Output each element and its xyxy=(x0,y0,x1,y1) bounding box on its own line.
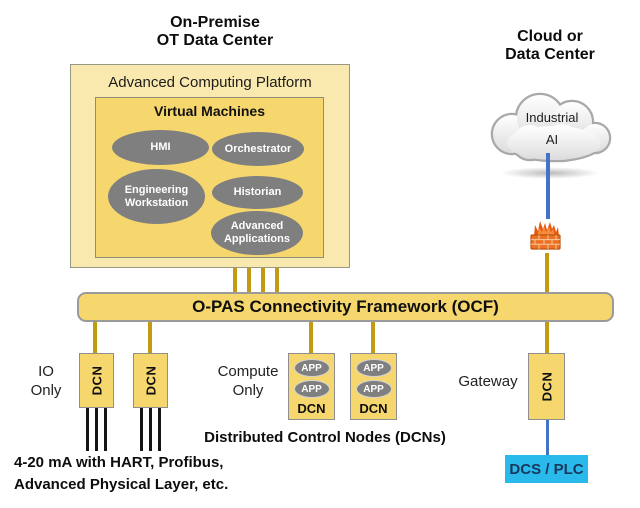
gateway-dcs-connector xyxy=(546,420,549,456)
advanced-computing-platform-title: Advanced Computing Platform xyxy=(108,74,312,91)
app-ellipse: APP xyxy=(293,380,330,398)
dcns-caption: Distributed Control Nodes (DCNs) xyxy=(204,429,446,446)
field-wire-1 xyxy=(86,408,89,451)
ocf-dcn-connector-compute2 xyxy=(371,322,375,353)
ocf-dcn-connector-compute1 xyxy=(309,322,313,353)
io-dcn-2-label: DCN xyxy=(142,365,158,396)
field-wire-5 xyxy=(149,408,152,451)
io-only-label: IO Only xyxy=(18,362,74,400)
ocf-dcn-connector-io2 xyxy=(148,322,152,353)
cloud-label-line2: AI xyxy=(545,132,559,147)
vm-ellipse-historian: Historian xyxy=(212,176,303,209)
field-wire-6 xyxy=(158,408,161,451)
cloud-firewall-connector xyxy=(546,153,550,219)
cloud-shadow xyxy=(500,167,600,179)
app-ellipse: APP xyxy=(355,359,392,377)
io-only-label-line1: IO xyxy=(38,363,54,380)
vm-ellipse-hmi: HMI xyxy=(112,130,209,165)
vm-ellipse-advanced-applications: Advanced Applications xyxy=(211,211,303,255)
field-wire-4 xyxy=(140,408,143,451)
firewall-ocf-connector xyxy=(545,253,549,292)
ocf-dcn-connector-gateway xyxy=(545,322,549,353)
on-premise-title: On-Premise OT Data Center xyxy=(105,14,325,50)
vm-ellipse-engineering-workstation: Engineering Workstation xyxy=(108,169,205,224)
field-wire-2 xyxy=(95,408,98,451)
io-dcn-box-2: DCN xyxy=(133,353,168,408)
fieldbus-caption-line1: 4-20 mA with HART, Profibus, xyxy=(14,454,224,471)
compute-dcn-1-label: DCN xyxy=(297,401,326,416)
fieldbus-caption-line2: Advanced Physical Layer, etc. xyxy=(14,476,229,493)
platform-ocf-connector-1 xyxy=(233,268,237,292)
platform-ocf-connector-3 xyxy=(261,268,265,292)
platform-ocf-connector-2 xyxy=(247,268,251,292)
cloud-title-line1: Cloud or xyxy=(517,28,583,45)
virtual-machines-title: Virtual Machines xyxy=(153,103,265,119)
compute-only-label-line1: Compute xyxy=(217,363,279,380)
platform-ocf-connector-4 xyxy=(275,268,279,292)
dcs-plc-box: DCS / PLC xyxy=(505,455,588,483)
compute-dcn-box-1: APP APP DCN xyxy=(288,353,335,420)
compute-only-label: Compute Only xyxy=(213,362,283,400)
field-wire-3 xyxy=(104,408,107,451)
cloud-title-line2: Data Center xyxy=(505,46,595,63)
ocf-bar-label: O-PAS Connectivity Framework (OCF) xyxy=(192,297,499,316)
gateway-label: Gateway xyxy=(458,373,518,390)
io-dcn-box-1: DCN xyxy=(79,353,114,408)
cloud-graphic: Industrial AI xyxy=(482,88,622,166)
cloud-icon xyxy=(490,92,612,163)
gateway-dcn-label: DCN xyxy=(538,371,554,402)
io-only-label-line2: Only xyxy=(30,382,62,399)
compute-dcn-box-2: APP APP DCN xyxy=(350,353,397,420)
io-dcn-1-label: DCN xyxy=(88,365,104,396)
vm-ellipse-orchestrator: Orchestrator xyxy=(212,132,304,166)
ocf-bar: O-PAS Connectivity Framework (OCF) xyxy=(77,292,614,322)
fieldbus-caption: 4-20 mA with HART, Profibus, Advanced Ph… xyxy=(14,452,228,496)
dcs-plc-label: DCS / PLC xyxy=(509,460,584,478)
on-premise-title-line1: On-Premise xyxy=(170,14,260,31)
app-ellipse: APP xyxy=(293,359,330,377)
compute-dcn-2-label: DCN xyxy=(359,401,388,416)
app-ellipse: APP xyxy=(355,380,392,398)
firewall-icon xyxy=(530,221,561,250)
cloud-title: Cloud or Data Center xyxy=(480,28,620,64)
compute-only-label-line2: Only xyxy=(232,382,264,399)
ocf-dcn-connector-io1 xyxy=(93,322,97,353)
on-premise-title-line2: OT Data Center xyxy=(156,32,274,49)
cloud-label-line1: Industrial xyxy=(525,110,579,125)
gateway-dcn-box: DCN xyxy=(528,353,565,420)
